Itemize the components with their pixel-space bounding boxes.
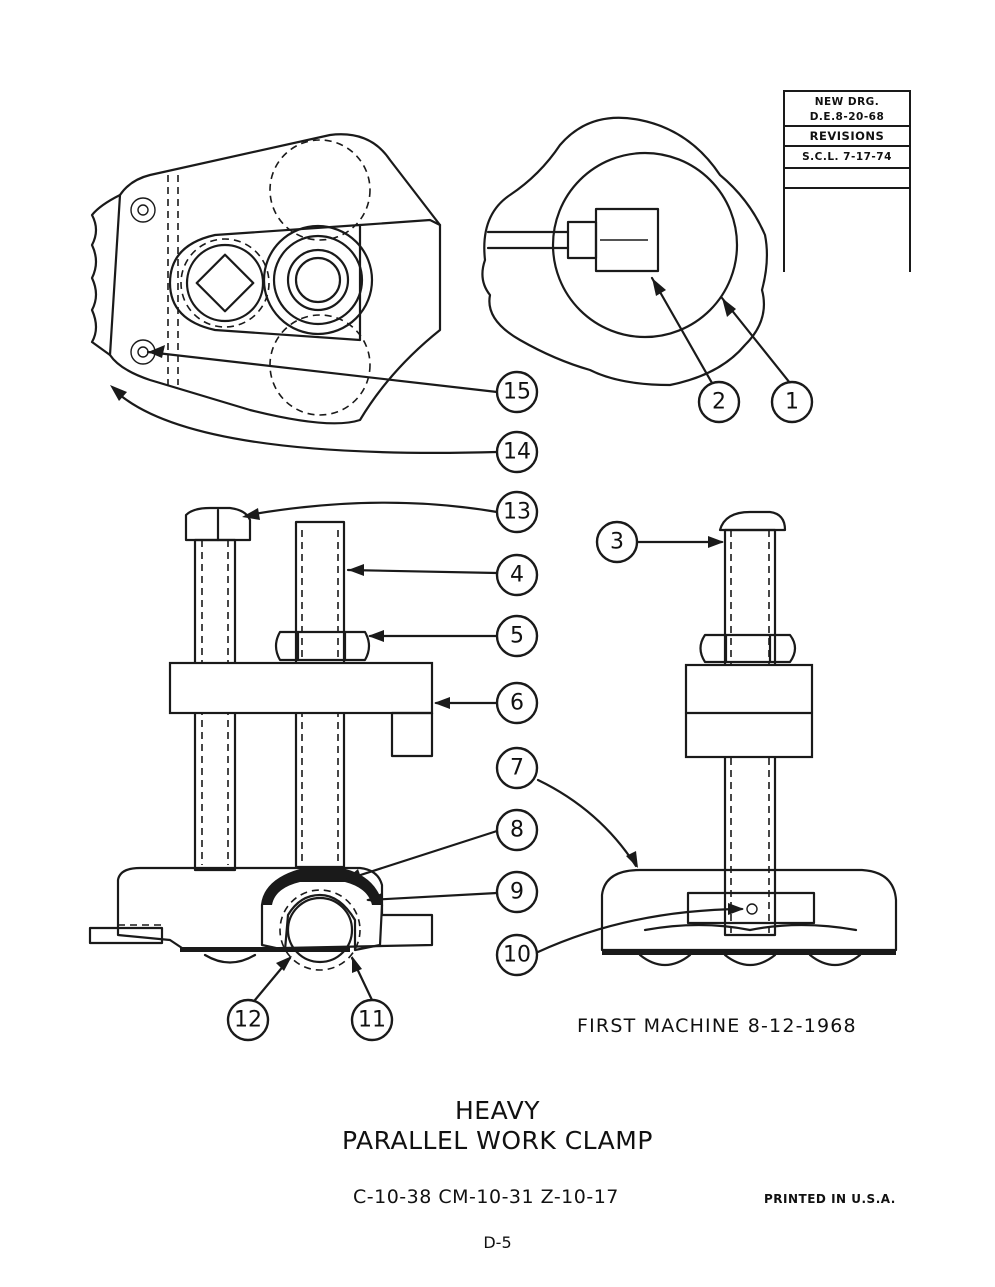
callout-15: 15: [495, 370, 539, 414]
part-numbers: C-10-38 CM-10-31 Z-10-17: [353, 1186, 619, 1208]
plan-view: [90, 133, 442, 425]
svg-text:10: 10: [503, 943, 531, 968]
callout-1: 1: [770, 380, 814, 424]
rev-revisions-heading: REVISIONS: [785, 127, 909, 147]
svg-text:6: 6: [510, 691, 524, 716]
callout-10: 10: [495, 933, 539, 977]
printed-in-usa: PRINTED IN U.S.A.: [764, 1192, 896, 1206]
callout-7: 7: [495, 746, 539, 790]
leader-lines: [110, 276, 792, 1002]
callout-2: 2: [697, 380, 741, 424]
callout-14: 14: [495, 430, 539, 474]
callout-6: 6: [495, 681, 539, 725]
side-elevation: [600, 510, 898, 967]
svg-text:11: 11: [358, 1008, 386, 1033]
callout-11: 11: [350, 998, 394, 1042]
svg-text:14: 14: [503, 440, 531, 465]
svg-text:3: 3: [610, 530, 624, 555]
rev-blank-row: [785, 169, 909, 189]
callout-9: 9: [495, 870, 539, 914]
callout-5: 5: [495, 614, 539, 658]
revision-block: NEW DRG. D.E.8-20-68 REVISIONS S.C.L. 7-…: [783, 90, 911, 272]
callout-3: 3: [595, 520, 639, 564]
callout-4: 4: [495, 553, 539, 597]
svg-text:9: 9: [510, 880, 524, 905]
rev-new-drawing: NEW DRG.: [814, 96, 880, 108]
svg-text:7: 7: [510, 756, 524, 781]
detail-view: [481, 116, 769, 387]
svg-text:4: 4: [510, 563, 524, 588]
callout-12: 12: [226, 998, 270, 1042]
svg-text:5: 5: [510, 624, 524, 649]
rev-revision-entry: S.C.L. 7-17-74: [785, 147, 909, 169]
page-number: D-5: [483, 1233, 512, 1252]
svg-text:12: 12: [234, 1008, 262, 1033]
callout-8: 8: [495, 808, 539, 852]
rev-drawing-date: D.E.8-20-68: [785, 109, 909, 127]
svg-text:15: 15: [503, 380, 531, 405]
svg-text:1: 1: [785, 390, 799, 415]
first-machine-note: FIRST MACHINE 8-12-1968: [577, 1015, 857, 1037]
callout-13: 13: [495, 490, 539, 534]
title-line-2: PARALLEL WORK CLAMP: [342, 1126, 653, 1155]
svg-text:2: 2: [712, 390, 726, 415]
svg-text:8: 8: [510, 818, 524, 843]
svg-text:13: 13: [503, 500, 531, 525]
title-line-1: HEAVY: [455, 1096, 540, 1125]
